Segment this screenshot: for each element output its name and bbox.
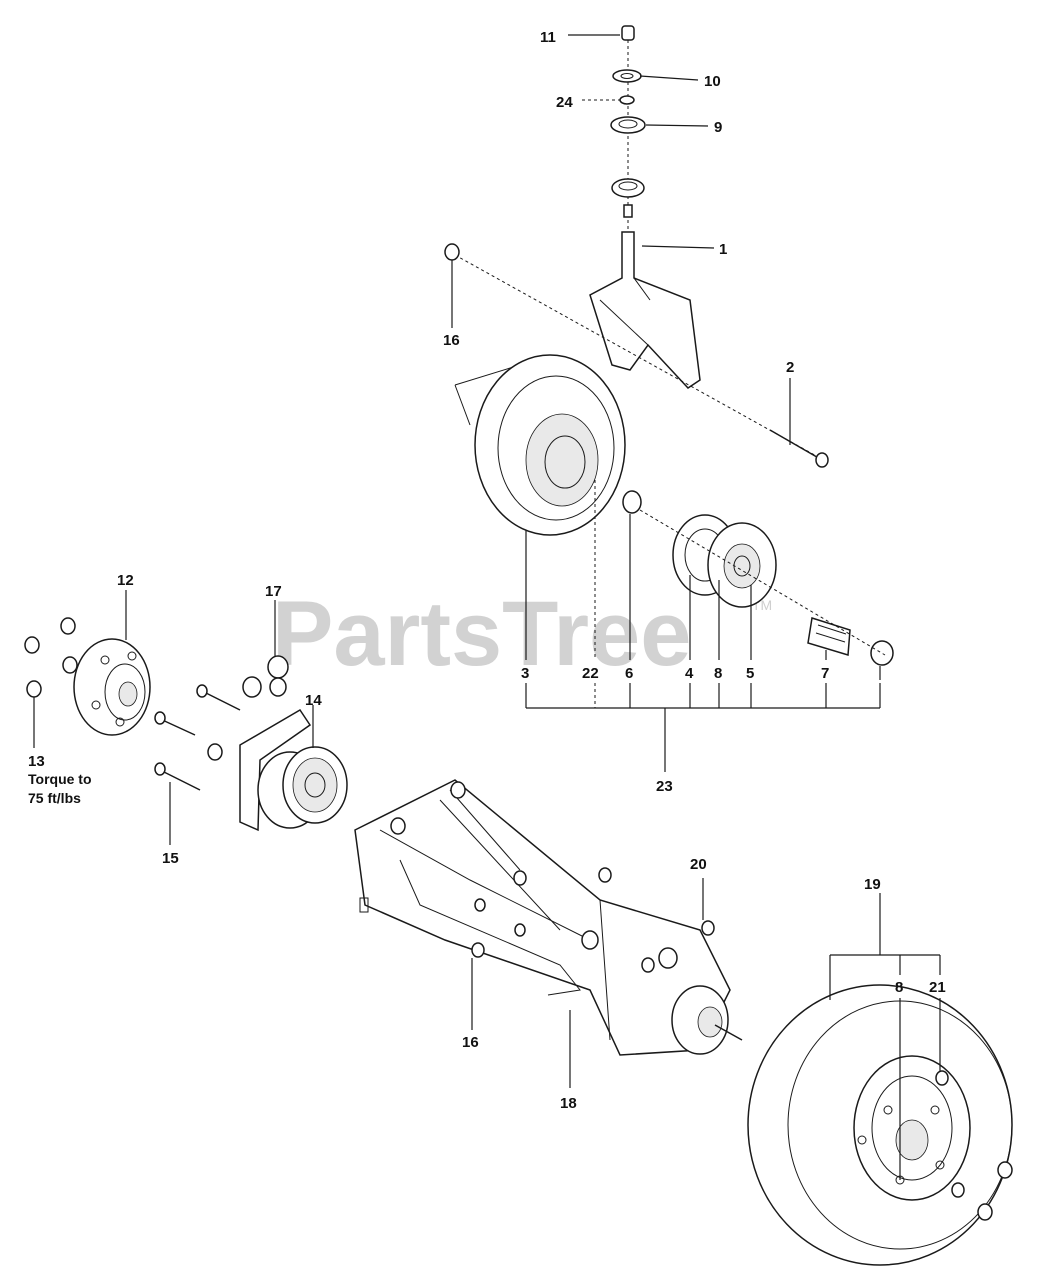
callout-18: 18 bbox=[560, 1095, 577, 1112]
part-1-caster-fork[interactable] bbox=[589, 231, 701, 389]
part-7-bearing-sleeve[interactable] bbox=[807, 617, 851, 656]
callout-7: 7 bbox=[821, 665, 829, 682]
callout-5: 5 bbox=[746, 665, 754, 682]
rear-wheel bbox=[747, 893, 1013, 1266]
front-wheel-bracket bbox=[525, 480, 881, 772]
lug-nut bbox=[62, 656, 78, 674]
part-20-bolt[interactable] bbox=[701, 920, 715, 936]
callout-23: 23 bbox=[656, 778, 673, 795]
caster-stack bbox=[589, 25, 701, 389]
callout-1: 1 bbox=[719, 241, 727, 258]
leader-lines bbox=[451, 34, 791, 445]
callout-14: 14 bbox=[305, 692, 322, 709]
part-16-bolt-bottom[interactable] bbox=[471, 942, 485, 958]
part-16-bolt-top[interactable] bbox=[444, 243, 460, 261]
callout-2: 2 bbox=[786, 359, 794, 376]
callout-11: 11 bbox=[540, 29, 556, 46]
callout-19: 19 bbox=[864, 876, 881, 893]
callout-labels: 11 10 24 9 1 16 2 3 22 6 4 8 5 7 23 12 1… bbox=[28, 29, 946, 1112]
torque-note-line2: 75 ft/lbs bbox=[28, 790, 81, 806]
callout-17: 17 bbox=[265, 583, 282, 600]
callout-4: 4 bbox=[685, 665, 694, 682]
callout-21: 21 bbox=[929, 979, 946, 996]
part-9-bearing[interactable] bbox=[610, 116, 646, 134]
callout-9: 9 bbox=[714, 119, 722, 136]
callout-13: 13 bbox=[28, 753, 45, 770]
part-13-lug-nut[interactable] bbox=[26, 680, 42, 698]
watermark: PartsTree TM bbox=[272, 583, 772, 685]
part-21-valve[interactable] bbox=[935, 1070, 949, 1086]
part-10-washer[interactable] bbox=[612, 69, 642, 83]
callout-6: 6 bbox=[625, 665, 633, 682]
transaxle-assembly bbox=[154, 600, 743, 1088]
caster-bearing bbox=[611, 178, 645, 198]
callout-10: 10 bbox=[704, 73, 721, 90]
lug-nut bbox=[60, 617, 76, 635]
front-caster-wheel bbox=[454, 354, 894, 666]
callout-12: 12 bbox=[117, 572, 134, 589]
callout-16-bottom: 16 bbox=[462, 1034, 479, 1051]
callout-8-front: 8 bbox=[714, 665, 722, 682]
callout-24: 24 bbox=[556, 94, 573, 111]
mount-bracket bbox=[239, 708, 312, 832]
part-2-axle-bolt[interactable] bbox=[815, 452, 829, 468]
callout-8-rear: 8 bbox=[895, 979, 903, 996]
part-17-nut[interactable] bbox=[267, 655, 289, 679]
part-11-bolt[interactable] bbox=[621, 25, 635, 41]
part-15-bolt[interactable] bbox=[154, 762, 166, 776]
part-24-washer[interactable] bbox=[619, 95, 635, 105]
callout-3: 3 bbox=[521, 665, 529, 682]
part-6-spacer[interactable] bbox=[622, 490, 642, 514]
watermark-text: PartsTree bbox=[272, 583, 691, 685]
callout-15: 15 bbox=[162, 850, 179, 867]
lug-nut bbox=[24, 636, 40, 654]
caster-spacer bbox=[623, 204, 633, 218]
part-12-hub[interactable] bbox=[73, 638, 151, 736]
left-hub bbox=[24, 590, 151, 748]
callout-16-top: 16 bbox=[443, 332, 460, 349]
torque-note-line1: Torque to bbox=[28, 771, 92, 787]
callout-20: 20 bbox=[690, 856, 707, 873]
callout-22: 22 bbox=[582, 665, 599, 682]
part-7-nut[interactable] bbox=[870, 640, 894, 666]
